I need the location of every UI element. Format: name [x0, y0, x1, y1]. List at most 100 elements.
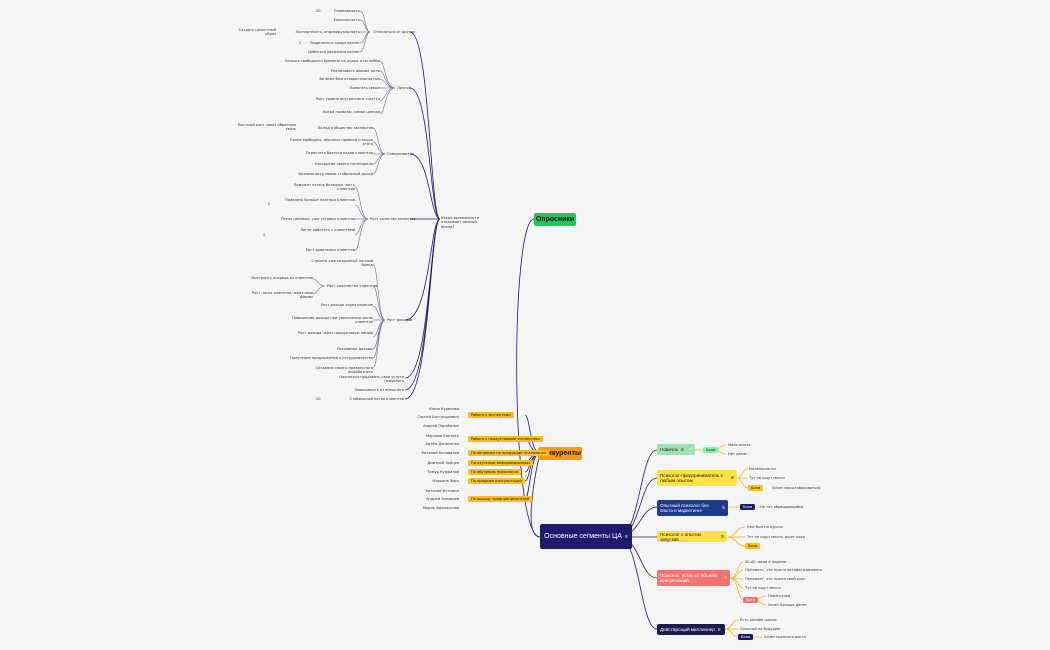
pain-tag[interactable]: Боли	[745, 543, 761, 549]
leaf-d4: Поток целевых, уже готовых клиентов	[280, 217, 355, 221]
pain-tag[interactable]: Боли	[748, 485, 764, 491]
competitor-group[interactable]: По обучению психологов	[468, 469, 522, 475]
leaf-b6: Когда похвалы, самая ценная	[323, 110, 380, 114]
leaf-e3: Рост числа клиентов через свои формы	[251, 291, 313, 300]
segment-detail: 30-40 часов в неделю	[745, 560, 787, 564]
competitor-name: Дмитрий Зайцев	[427, 461, 459, 465]
num-20b: 20	[316, 397, 321, 401]
num-2c: 2	[263, 233, 266, 237]
competitor-name: Юлия Куренова	[429, 407, 459, 411]
segment-detail: Понимает, что нужен свой курс	[745, 577, 806, 581]
leaf-b5: Рост уровня внутреннего счастья	[316, 97, 380, 101]
segment-detail: Хочет масштабироваться	[772, 486, 821, 490]
pain-tag[interactable]: Боли	[740, 504, 756, 510]
competitor-name: Виталий Коновалов	[421, 451, 459, 455]
leaf-lf1: Создать целостный образ	[238, 28, 276, 37]
branch-zavisimost: Зависимость от внешнего	[354, 388, 404, 392]
pain-tag[interactable]: Боли	[738, 634, 754, 640]
competitor-name: Андрей Парабелия	[423, 424, 459, 428]
segment-detail: Уже был на курсах	[747, 525, 783, 529]
notes-icon: ≡	[717, 626, 721, 633]
segment-node[interactable]: Опытный психолог без опыта в маркетинге ≡	[657, 500, 728, 516]
segment-detail: Хочет больше денег	[768, 603, 807, 607]
competitor-group[interactable]: По выходу предпринимателей	[468, 496, 533, 502]
leaf-e8: Получение предложения о сотрудничестве	[290, 356, 373, 360]
leaf-c2: Более свободны, обычные правила и опора …	[290, 138, 373, 147]
leaf-b2: Реализовать давние цели	[330, 69, 380, 73]
central-node[interactable]: Основные сегменты ЦА ≡	[540, 524, 632, 549]
notes-icon: ≡	[721, 533, 724, 540]
notes-icon: ≡	[722, 505, 725, 511]
num-2a: 2	[299, 41, 302, 45]
leaf-e4: Рост дохода через наличие	[320, 303, 373, 307]
segment-detail: Нет денег	[728, 452, 748, 456]
segment-detail: Хочет крупного роста	[764, 635, 806, 639]
leaf-d3: Легче работать с клиентами	[300, 228, 355, 232]
leaf-b1: Больше свободного времени на отдых и на …	[285, 59, 380, 63]
segment-detail: Мало опыта	[728, 443, 751, 447]
branch-rost-dohodov: Рост доходов	[387, 318, 413, 322]
segment-detail: Тут не ищут много	[745, 586, 781, 590]
segment-detail: Маленькие по	[749, 467, 776, 471]
competitor-name: Сергей Бистрицкевич	[417, 415, 459, 419]
leaf-e6: Рост дохода через продуктовую линию	[298, 331, 373, 335]
segment-node[interactable]: Действующий миллионер≡	[657, 624, 725, 635]
competitor-name: Артём Денисенко	[425, 442, 459, 446]
konkurenty-label: Конкуренты	[539, 450, 581, 457]
leaf-d5: Рост довольных клиентов	[305, 248, 355, 252]
segment-node[interactable]: Психолог, устал от объема консультаций≡	[657, 570, 730, 586]
segment-node[interactable]: Психолог с опытом запусков≡	[657, 531, 727, 542]
competitor-group[interactable]: Работа с продуктовыми экспертами	[468, 436, 543, 442]
oprosniki-node[interactable]: Опросники	[534, 213, 576, 226]
competitor-name: Виталий Истомин	[425, 489, 459, 493]
competitor-group[interactable]: Работа с экспертами	[468, 412, 514, 418]
leaf-a1: Узнаваемость	[333, 9, 360, 13]
leaf-c4: Раскрытие своего потенциала	[315, 162, 373, 166]
segment-detail: Не тот обращающийся	[760, 505, 804, 509]
competitor-name: Андрей Зиновьев	[425, 497, 459, 501]
leaf-a3: Экспертность, индивидуальность	[295, 30, 360, 34]
question-label: Какие возможности открывает личный бренд…	[441, 216, 479, 229]
segment-label: Действующий миллионер	[660, 627, 715, 632]
branch-lichnoe: Личное	[397, 86, 411, 90]
segment-node[interactable]: Психолог-предприниматель с любым опытом ≡	[657, 470, 737, 486]
competitor-name: Тимур Куфрилов	[427, 470, 459, 474]
pain-tag[interactable]: Боли	[743, 597, 759, 603]
segment-detail: Сильный на будущее	[740, 627, 781, 631]
notes-icon: ≡	[731, 475, 734, 481]
segment-node[interactable]: Новичок≡	[657, 444, 695, 455]
segment-label: Новичок	[660, 447, 678, 452]
segment-detail: Есть онлайн школа	[740, 618, 777, 622]
competitor-group[interactable]: По продаже консультаций	[468, 478, 525, 484]
competitor-group[interactable]: По вопросам по продукции психологии	[468, 450, 549, 456]
segment-detail: Перегрузка	[768, 594, 790, 598]
leaf-d2: Привлечь больше платных клиентов	[285, 198, 355, 202]
pain-tag[interactable]: Боли	[703, 447, 719, 453]
branch-rost-kachestva: Рост качества клиентов	[370, 217, 416, 221]
leaf-a4: Выделиться среди коллег	[310, 41, 360, 45]
segment-detail: Тут не ищут много, ищет пока	[747, 535, 806, 539]
central-label: Основные сегменты ЦА	[544, 533, 622, 540]
notes-icon: ≡	[680, 446, 684, 453]
leaf-a2: Уникальность	[333, 18, 360, 22]
oprosniki-label: Опросники	[535, 216, 575, 223]
competitor-group[interactable]: По изучению информационных	[468, 460, 534, 466]
segment-label: Психолог-предприниматель с любым опытом	[660, 473, 723, 483]
segment-detail: Тут не ищут много	[749, 476, 785, 480]
leaf-b3: Занятие благотворительностью	[318, 77, 380, 81]
leaf-e2: Выстроить очередь из клиентов	[251, 276, 313, 280]
competitor-name: Мария Афанасьева	[422, 506, 459, 510]
leaf-c5: Возможность своим стабильный доход	[298, 172, 373, 176]
branch-rost-kolichestva: Рост количества клиентов	[327, 284, 378, 288]
leaf-a5: Добиться уважения коллег	[308, 50, 360, 54]
leaf-e5: Повышение дохода при увеличении числа кл…	[292, 316, 373, 325]
num-20: 20	[316, 9, 321, 13]
leaf-b4: Помогать семье	[349, 86, 380, 90]
branch-stabilny: Стабильный поток клиентов	[349, 397, 404, 401]
leaf-c1: Вклад в общество экспертов	[318, 126, 373, 130]
leaf-d1: Поможет отсечь большую часть клиентов	[293, 183, 355, 192]
branch-otlichatsya: Отличаться от других	[373, 30, 416, 34]
leaf-c3: Перестать бояться ходов клиентов	[305, 151, 373, 155]
konkurenty-node[interactable]: Конкуренты	[538, 447, 582, 460]
segment-label: Опытный психолог без опыта в маркетинге	[660, 503, 709, 513]
